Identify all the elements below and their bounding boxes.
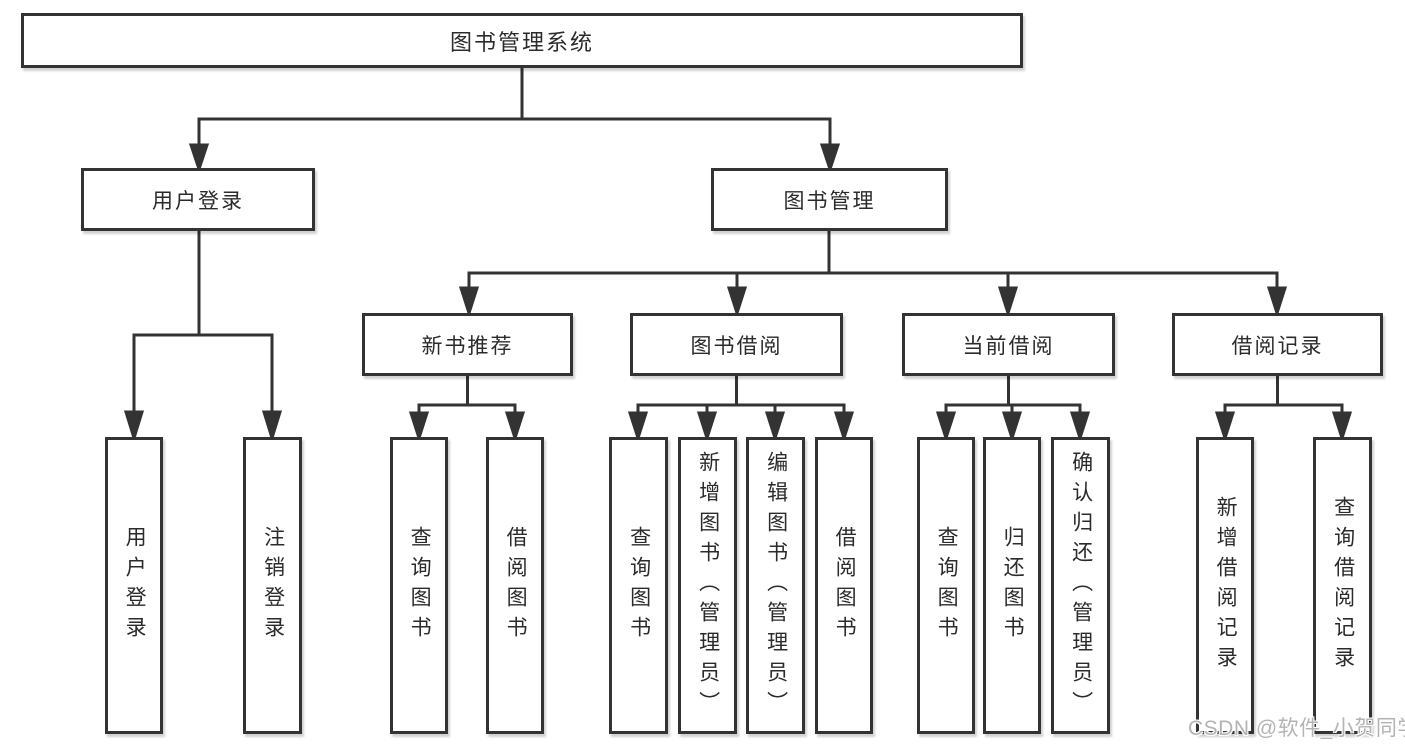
node-leaf-query-borrow-record: 查询借阅记录 xyxy=(1313,437,1372,734)
node-label: 查询图书 xyxy=(408,525,432,646)
node-label: 借阅记录 xyxy=(1231,334,1324,358)
node-leaf-add-books-admin: 新增图书（管理员） xyxy=(678,437,737,734)
node-section-book-borrow: 图书借阅 xyxy=(630,313,843,376)
node-root: 图书管理系统 xyxy=(21,13,1023,68)
node-label: 查询借阅记录 xyxy=(1331,495,1355,676)
node-leaf-edit-books-admin: 编辑图书（管理员） xyxy=(746,437,805,734)
node-label: 新增借阅记录 xyxy=(1214,495,1238,676)
node-leaf-confirm-return-admin: 确认归还（管理员） xyxy=(1051,437,1110,734)
node-leaf-borrow-books-2: 借阅图书 xyxy=(815,437,873,734)
node-section-new-books: 新书推荐 xyxy=(362,313,573,376)
node-leaf-logout: 注销登录 xyxy=(243,437,302,734)
node-user-login-branch: 用户登录 xyxy=(81,168,315,231)
node-leaf-borrow-books-1: 借阅图书 xyxy=(486,437,544,734)
node-label: 图书借阅 xyxy=(690,334,783,358)
node-label: 图书管理系统 xyxy=(449,29,594,55)
node-leaf-user-login: 用户登录 xyxy=(105,437,163,734)
node-label: 借阅图书 xyxy=(504,525,528,646)
node-leaf-query-books-1: 查询图书 xyxy=(390,437,448,734)
node-leaf-query-books-3: 查询图书 xyxy=(917,437,975,734)
node-label: 确认归还（管理员） xyxy=(1069,450,1093,721)
csdn-watermark: CSDN @软件_小贺同学 xyxy=(1188,717,1405,740)
node-leaf-query-books-2: 查询图书 xyxy=(609,437,668,734)
node-label: 用户登录 xyxy=(152,189,244,213)
node-label: 当前借阅 xyxy=(962,334,1055,358)
node-label: 注销登录 xyxy=(261,525,285,646)
node-label: 新增图书（管理员） xyxy=(696,450,720,721)
node-label: 借阅图书 xyxy=(833,525,857,646)
node-leaf-return-books: 归还图书 xyxy=(983,437,1041,734)
node-section-current-borrow: 当前借阅 xyxy=(902,313,1115,376)
node-label: 图书管理 xyxy=(783,189,876,213)
node-label: 新书推荐 xyxy=(421,334,514,358)
node-label: 查询图书 xyxy=(935,525,959,646)
node-label: 用户登录 xyxy=(123,525,147,646)
node-label: 查询图书 xyxy=(627,525,651,646)
node-label: 编辑图书（管理员） xyxy=(764,450,788,721)
node-book-mgmt-branch: 图书管理 xyxy=(711,168,948,231)
node-leaf-add-borrow-record: 新增借阅记录 xyxy=(1196,437,1254,734)
node-label: 归还图书 xyxy=(1001,525,1025,646)
node-section-borrow-records: 借阅记录 xyxy=(1172,313,1383,376)
